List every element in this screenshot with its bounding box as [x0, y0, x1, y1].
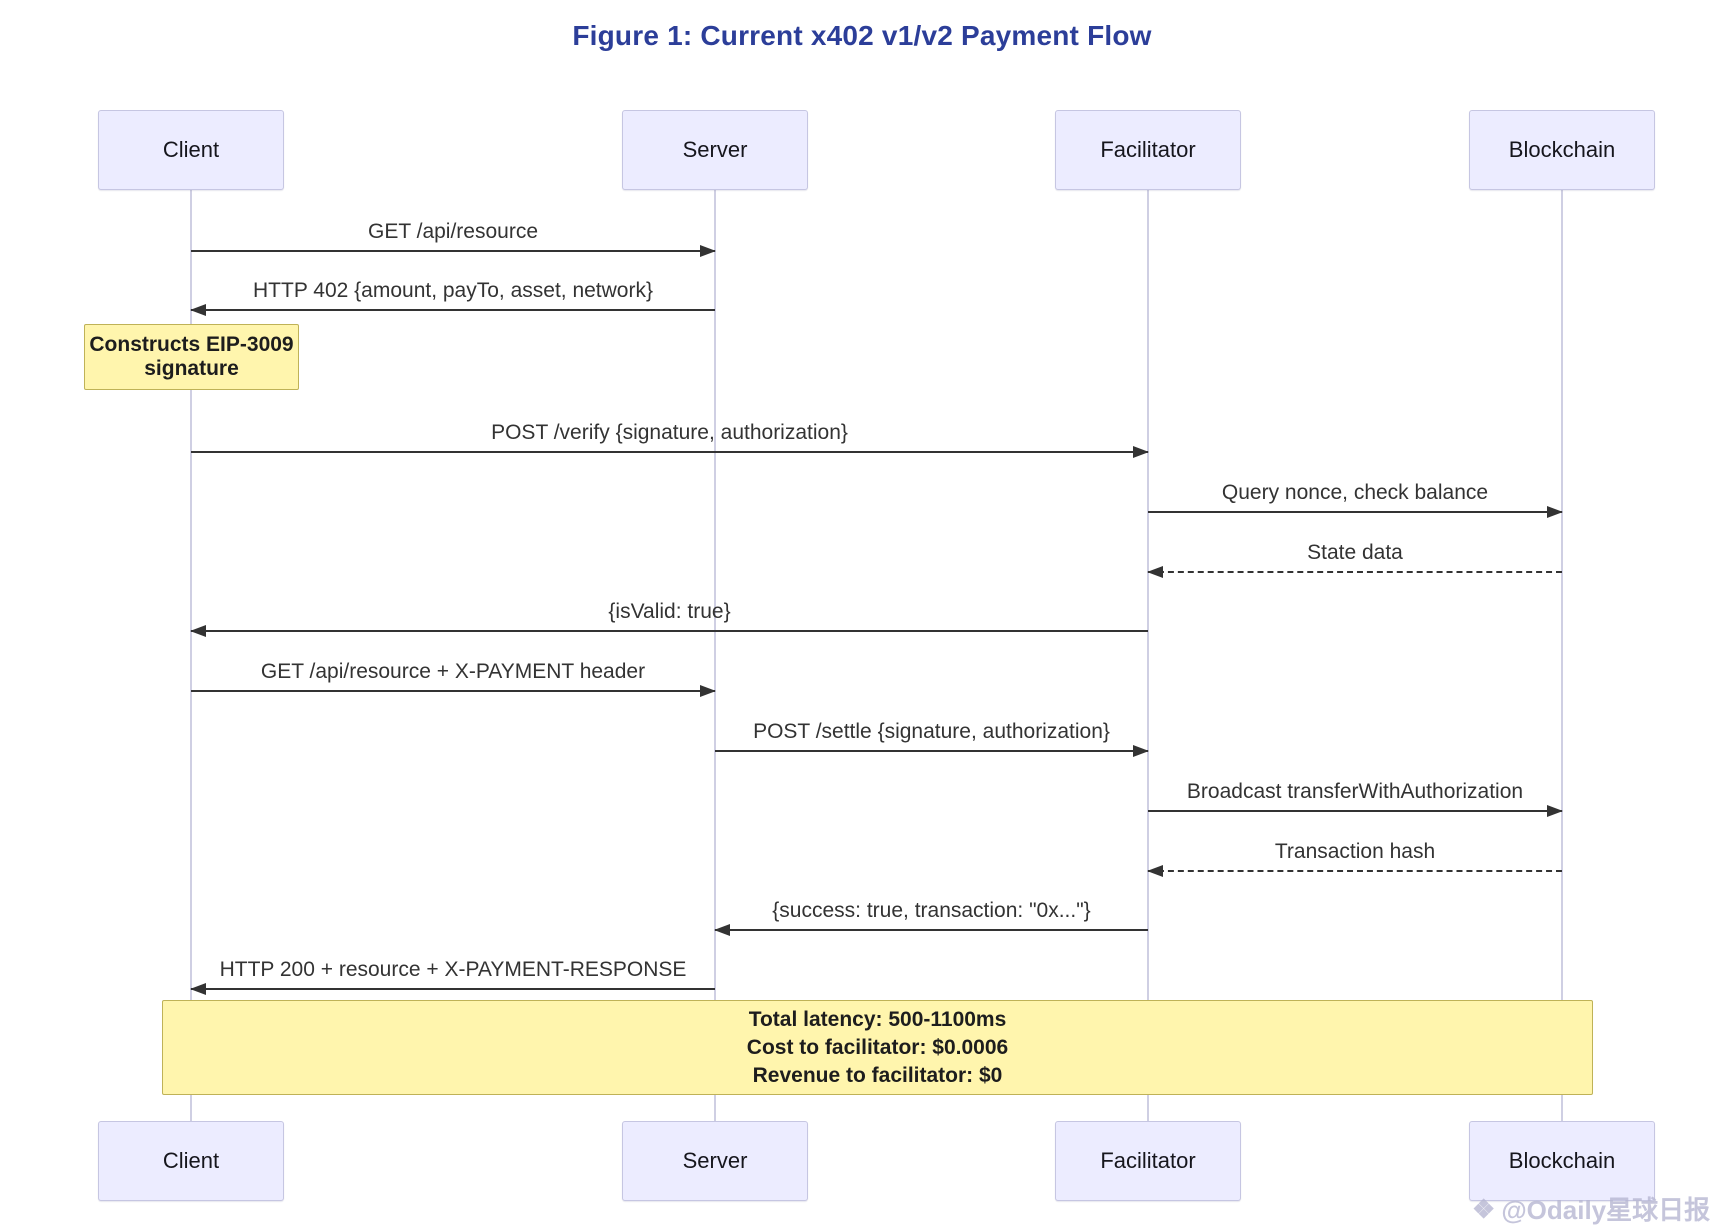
message-label: GET /api/resource: [367, 220, 539, 243]
message-label: {success: true, transaction: "0x..."}: [772, 899, 1091, 922]
message-query-nonce: Query nonce, check balance: [1148, 481, 1563, 518]
message-transaction-hash: Transaction hash: [1147, 840, 1562, 877]
message-label: POST /settle {signature, authorization}: [753, 720, 1110, 743]
message-label: HTTP 200 + resource + X-PAYMENT-RESPONSE: [219, 958, 687, 981]
message-state-data: State data: [1147, 541, 1562, 578]
message-http-200: HTTP 200 + resource + X-PAYMENT-RESPONSE: [190, 958, 715, 995]
odaily-watermark: ❖ @Odaily星球日报: [1472, 1190, 1710, 1227]
actor-facilitator-bottom: Facilitator: [1055, 1121, 1241, 1201]
actor-facilitator-top: Facilitator: [1055, 110, 1241, 190]
message-label: Transaction hash: [1274, 840, 1436, 863]
message-isvalid-true: {isValid: true}: [190, 600, 1148, 637]
summary-line-cost: Cost to facilitator: $0.0006: [746, 1035, 1009, 1059]
arrow-blockchain-to-facilitator: [1147, 566, 1562, 578]
message-label: Query nonce, check balance: [1221, 481, 1489, 504]
note-summary-latency-cost: Total latency: 500-1100ms Cost to facili…: [162, 1000, 1593, 1095]
arrow-blockchain-to-facilitator: [1147, 865, 1562, 877]
arrow-server-to-client: [190, 304, 715, 316]
message-label: GET /api/resource + X-PAYMENT header: [260, 660, 646, 683]
message-post-settle: POST /settle {signature, authorization}: [715, 720, 1149, 757]
lifeline-blockchain: [1561, 190, 1563, 1121]
message-post-verify: POST /verify {signature, authorization}: [191, 421, 1149, 458]
watermark-text: @Odaily星球日报: [1501, 1195, 1711, 1225]
message-http-402: HTTP 402 {amount, payTo, asset, network}: [190, 279, 715, 316]
actor-server-top: Server: [622, 110, 808, 190]
message-get-api-resource: GET /api/resource: [191, 220, 716, 257]
message-broadcast-transfer: Broadcast transferWithAuthorization: [1148, 780, 1563, 817]
arrow-facilitator-to-blockchain: [1148, 506, 1563, 518]
message-label: Broadcast transferWithAuthorization: [1186, 780, 1524, 803]
arrow-client-to-server: [191, 685, 716, 697]
lifeline-client: [190, 190, 192, 1121]
figure-title: Figure 1: Current x402 v1/v2 Payment Flo…: [572, 20, 1152, 51]
message-success-transaction: {success: true, transaction: "0x..."}: [714, 899, 1148, 936]
message-label: HTTP 402 {amount, payTo, asset, network}: [253, 279, 653, 302]
actor-blockchain-top: Blockchain: [1469, 110, 1655, 190]
note-text: Constructs EIP-3009 signature: [89, 333, 294, 380]
actor-client-bottom: Client: [98, 1121, 284, 1201]
arrow-client-to-server: [191, 245, 716, 257]
lifeline-server: [714, 190, 716, 1121]
arrow-facilitator-to-server: [714, 924, 1148, 936]
arrow-server-to-client: [190, 983, 715, 995]
actor-client-top: Client: [98, 110, 284, 190]
arrow-server-to-facilitator: [715, 745, 1149, 757]
odaily-diamond-logo-icon: ❖: [1472, 1193, 1496, 1224]
arrow-client-to-facilitator: [191, 446, 1149, 458]
arrow-facilitator-to-client: [190, 625, 1148, 637]
actor-blockchain-bottom: Blockchain: [1469, 1121, 1655, 1201]
summary-line-revenue: Revenue to facilitator: $0: [752, 1063, 1003, 1087]
arrow-facilitator-to-blockchain: [1148, 805, 1563, 817]
lifeline-facilitator: [1147, 190, 1149, 1121]
message-label: State data: [1307, 541, 1403, 564]
message-label: {isValid: true}: [608, 600, 731, 623]
actor-server-bottom: Server: [622, 1121, 808, 1201]
message-get-with-x-payment: GET /api/resource + X-PAYMENT header: [191, 660, 716, 697]
note-constructs-eip3009: Constructs EIP-3009 signature: [84, 324, 299, 390]
summary-line-latency: Total latency: 500-1100ms: [748, 1007, 1007, 1031]
message-label: POST /verify {signature, authorization}: [491, 421, 848, 444]
